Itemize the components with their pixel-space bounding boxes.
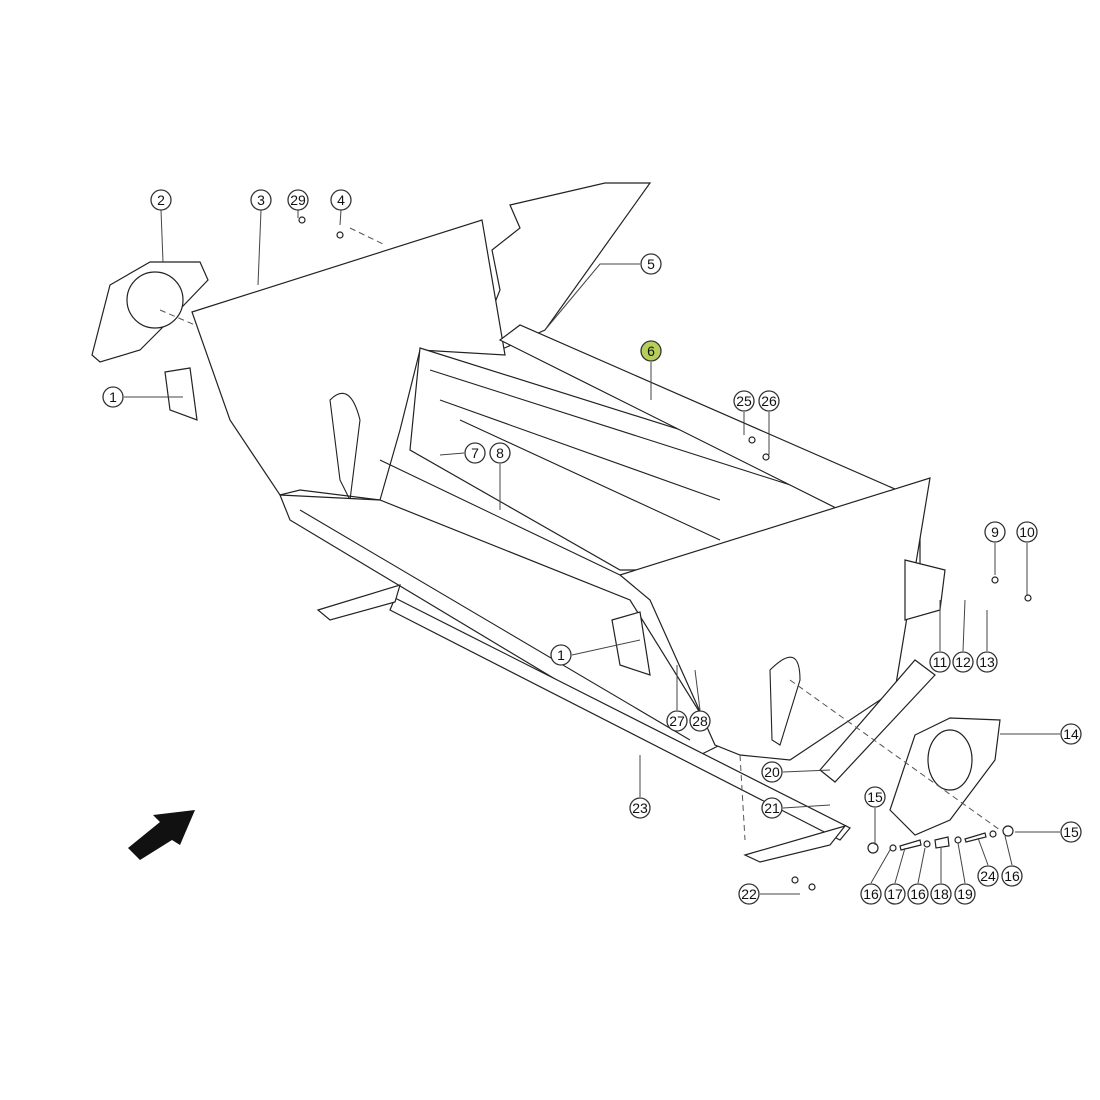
callout-20[interactable]: 20 bbox=[761, 761, 783, 783]
callout-5[interactable]: 5 bbox=[640, 253, 662, 275]
svg-text:8: 8 bbox=[496, 445, 504, 461]
callout-18[interactable]: 18 bbox=[930, 883, 952, 905]
part-chute bbox=[487, 182, 652, 351]
callout-17[interactable]: 17 bbox=[884, 883, 906, 905]
callout-16[interactable]: 16 bbox=[1001, 865, 1023, 887]
part-bearing-housing-left bbox=[91, 261, 209, 363]
svg-text:5: 5 bbox=[647, 256, 655, 272]
callout-8[interactable]: 8 bbox=[489, 442, 511, 464]
svg-text:14: 14 bbox=[1063, 726, 1079, 742]
svg-text:11: 11 bbox=[933, 654, 948, 670]
svg-text:26: 26 bbox=[761, 393, 777, 409]
svg-text:27: 27 bbox=[669, 713, 685, 729]
callout-2[interactable]: 2 bbox=[150, 189, 172, 211]
part-side-bracket bbox=[904, 559, 946, 621]
leader-lines bbox=[124, 209, 1060, 895]
callout-1[interactable]: 1 bbox=[550, 644, 572, 666]
callout-14[interactable]: 14 bbox=[1060, 723, 1082, 745]
callout-22[interactable]: 22 bbox=[738, 883, 760, 905]
svg-text:20: 20 bbox=[764, 764, 780, 780]
svg-text:3: 3 bbox=[257, 192, 265, 208]
callout-29[interactable]: 29 bbox=[287, 189, 309, 211]
callout-25[interactable]: 25 bbox=[733, 390, 755, 412]
callout-16[interactable]: 16 bbox=[907, 883, 929, 905]
callout-28[interactable]: 28 bbox=[689, 710, 711, 732]
svg-text:7: 7 bbox=[471, 445, 479, 461]
callout-23[interactable]: 23 bbox=[629, 797, 651, 819]
svg-text:1: 1 bbox=[557, 647, 565, 663]
part-pin-set bbox=[298, 216, 1032, 891]
svg-text:16: 16 bbox=[910, 886, 926, 902]
svg-text:24: 24 bbox=[980, 868, 996, 884]
svg-text:17: 17 bbox=[887, 886, 903, 902]
svg-text:18: 18 bbox=[933, 886, 949, 902]
callout-19[interactable]: 19 bbox=[954, 883, 976, 905]
callout-11[interactable]: 11 bbox=[929, 651, 951, 673]
callout-3[interactable]: 3 bbox=[250, 189, 272, 211]
callout-21[interactable]: 21 bbox=[761, 797, 783, 819]
arrow-icon bbox=[128, 810, 195, 860]
svg-text:13: 13 bbox=[979, 654, 995, 670]
callout-13[interactable]: 13 bbox=[976, 651, 998, 673]
svg-text:16: 16 bbox=[1004, 868, 1020, 884]
callout-12[interactable]: 12 bbox=[952, 651, 974, 673]
callout-4[interactable]: 4 bbox=[330, 189, 352, 211]
callout-15[interactable]: 15 bbox=[1060, 821, 1082, 843]
svg-text:15: 15 bbox=[1063, 824, 1079, 840]
svg-text:23: 23 bbox=[632, 800, 648, 816]
callout-10[interactable]: 10 bbox=[1016, 521, 1038, 543]
svg-text:28: 28 bbox=[692, 713, 708, 729]
part-bearing-housing-right bbox=[889, 717, 1001, 836]
svg-text:29: 29 bbox=[290, 192, 306, 208]
callout-7[interactable]: 7 bbox=[464, 442, 486, 464]
svg-text:10: 10 bbox=[1019, 524, 1035, 540]
part-bracket bbox=[164, 367, 198, 421]
callout-27[interactable]: 27 bbox=[666, 710, 688, 732]
svg-text:12: 12 bbox=[955, 654, 971, 670]
callout-15[interactable]: 15 bbox=[864, 786, 886, 808]
svg-text:1: 1 bbox=[109, 389, 117, 405]
callout-9[interactable]: 9 bbox=[984, 521, 1006, 543]
callout-1[interactable]: 1 bbox=[102, 386, 124, 408]
svg-text:4: 4 bbox=[337, 192, 345, 208]
callout-16[interactable]: 16 bbox=[860, 883, 882, 905]
part-gas-strut bbox=[819, 659, 936, 783]
svg-text:19: 19 bbox=[957, 886, 973, 902]
callout-26[interactable]: 26 bbox=[758, 390, 780, 412]
svg-text:25: 25 bbox=[736, 393, 752, 409]
svg-text:6: 6 bbox=[647, 343, 655, 359]
part-bracket bbox=[611, 611, 651, 676]
svg-text:2: 2 bbox=[157, 192, 165, 208]
svg-text:21: 21 bbox=[764, 800, 780, 816]
callout-6-highlighted[interactable]: 6 bbox=[640, 340, 662, 362]
svg-text:16: 16 bbox=[863, 886, 879, 902]
svg-text:15: 15 bbox=[867, 789, 883, 805]
part-skid bbox=[316, 584, 851, 863]
svg-text:22: 22 bbox=[741, 886, 757, 902]
callout-24[interactable]: 24 bbox=[977, 865, 999, 887]
svg-text:9: 9 bbox=[991, 524, 999, 540]
